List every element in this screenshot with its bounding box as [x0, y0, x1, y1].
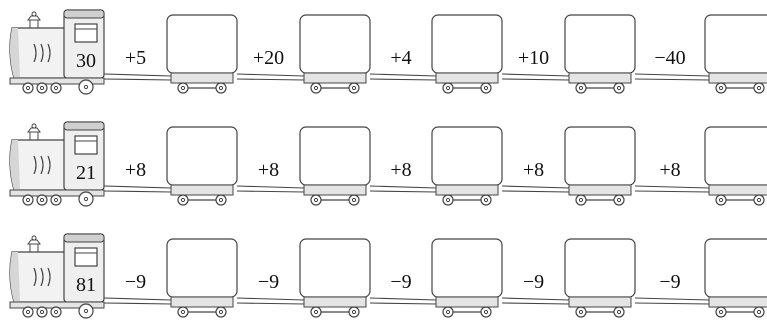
wagon-answer-box[interactable]: [564, 126, 636, 206]
wheel-icon: [310, 82, 322, 94]
step-operation-label: −9: [125, 271, 146, 293]
locomotive: 81: [9, 233, 105, 319]
locomotive: 30: [9, 9, 105, 95]
step-operation-label: −9: [523, 271, 544, 293]
wheel-icon: [348, 82, 360, 94]
wheel-icon: [36, 194, 48, 206]
wagon-answer-box[interactable]: [704, 238, 767, 318]
wheel-icon: [310, 194, 322, 206]
coupling-line: [103, 185, 172, 189]
train-row: 30 +5 +20 +4 +10 −40: [9, 9, 767, 95]
step-operation-label: +8: [258, 159, 279, 181]
wagon-answer-box[interactable]: [431, 238, 503, 318]
coupling-line: [103, 297, 172, 301]
coupling-line: [369, 297, 437, 301]
coupling-line: [634, 185, 710, 189]
wheel-icon: [50, 194, 62, 206]
wheel-icon: [215, 194, 227, 206]
wheel-icon: [575, 194, 587, 206]
wagon-answer-box[interactable]: [564, 238, 636, 318]
wheel-icon: [177, 194, 189, 206]
wheel-icon: [22, 82, 34, 94]
wagon-answer-box[interactable]: [166, 126, 238, 206]
wheel-icon: [753, 82, 765, 94]
step-operation-label: +8: [523, 159, 544, 181]
coupling-line: [236, 185, 305, 189]
wagon-answer-box[interactable]: [431, 126, 503, 206]
coupling-line: [501, 185, 570, 189]
coupling-line: [501, 297, 570, 301]
step-operation-label: −9: [258, 271, 279, 293]
wheel-icon: [442, 82, 454, 94]
wheel-icon: [442, 306, 454, 318]
wheel-icon: [613, 82, 625, 94]
coupling-line: [634, 73, 710, 77]
coupling-line: [369, 185, 437, 189]
wheel-icon: [753, 306, 765, 318]
step-operation-label: −9: [659, 271, 680, 293]
wagon-answer-box[interactable]: [299, 126, 371, 206]
step-operation-label: +8: [659, 159, 680, 181]
wheel-icon: [480, 194, 492, 206]
wagon-answer-box[interactable]: [704, 126, 767, 206]
start-number: 21: [76, 162, 96, 184]
wheel-icon: [575, 306, 587, 318]
wheel-icon: [348, 306, 360, 318]
coupling-line: [236, 73, 305, 77]
coupling-line: [236, 297, 305, 301]
train-row: 21 +8 +8 +8 +8 +8: [9, 121, 767, 207]
start-number: 30: [76, 50, 96, 72]
wheel-icon: [753, 194, 765, 206]
step-operation-label: +8: [390, 159, 411, 181]
wheel-icon: [442, 194, 454, 206]
coupling-line: [369, 73, 437, 77]
wheel-icon: [36, 306, 48, 318]
wheel-icon: [22, 306, 34, 318]
step-operation-label: +10: [518, 47, 549, 69]
wheel-icon: [215, 306, 227, 318]
wagon-answer-box[interactable]: [564, 14, 636, 94]
wagon-answer-box[interactable]: [166, 238, 238, 318]
wheel-icon: [613, 306, 625, 318]
wagon-answer-box[interactable]: [166, 14, 238, 94]
wheel-icon: [177, 306, 189, 318]
wheel-icon: [78, 303, 94, 319]
wheel-icon: [78, 191, 94, 207]
wheel-icon: [215, 82, 227, 94]
wheel-icon: [715, 306, 727, 318]
coupling-line: [103, 73, 172, 77]
train-row: 81 −9 −9 −9 −9 −9: [9, 233, 767, 319]
wagon-answer-box[interactable]: [704, 14, 767, 94]
step-operation-label: −9: [390, 271, 411, 293]
wheel-icon: [575, 82, 587, 94]
wagon-answer-box[interactable]: [431, 14, 503, 94]
step-operation-label: −40: [654, 47, 685, 69]
step-operation-label: +4: [390, 47, 411, 69]
wheel-icon: [22, 194, 34, 206]
wheel-icon: [480, 306, 492, 318]
step-operation-label: +8: [125, 159, 146, 181]
coupling-line: [501, 73, 570, 77]
locomotive: 21: [9, 121, 105, 207]
wagon-answer-box[interactable]: [299, 238, 371, 318]
wheel-icon: [480, 82, 492, 94]
wheel-icon: [36, 82, 48, 94]
step-operation-label: +5: [125, 47, 146, 69]
wheel-icon: [50, 306, 62, 318]
start-number: 81: [76, 274, 96, 296]
wheel-icon: [613, 194, 625, 206]
wagon-answer-box[interactable]: [299, 14, 371, 94]
wheel-icon: [310, 306, 322, 318]
wheel-icon: [78, 79, 94, 95]
wheel-icon: [715, 82, 727, 94]
wheel-icon: [715, 194, 727, 206]
step-operation-label: +20: [253, 47, 284, 69]
wheel-icon: [177, 82, 189, 94]
coupling-line: [634, 297, 710, 301]
wheel-icon: [348, 194, 360, 206]
wheel-icon: [50, 82, 62, 94]
